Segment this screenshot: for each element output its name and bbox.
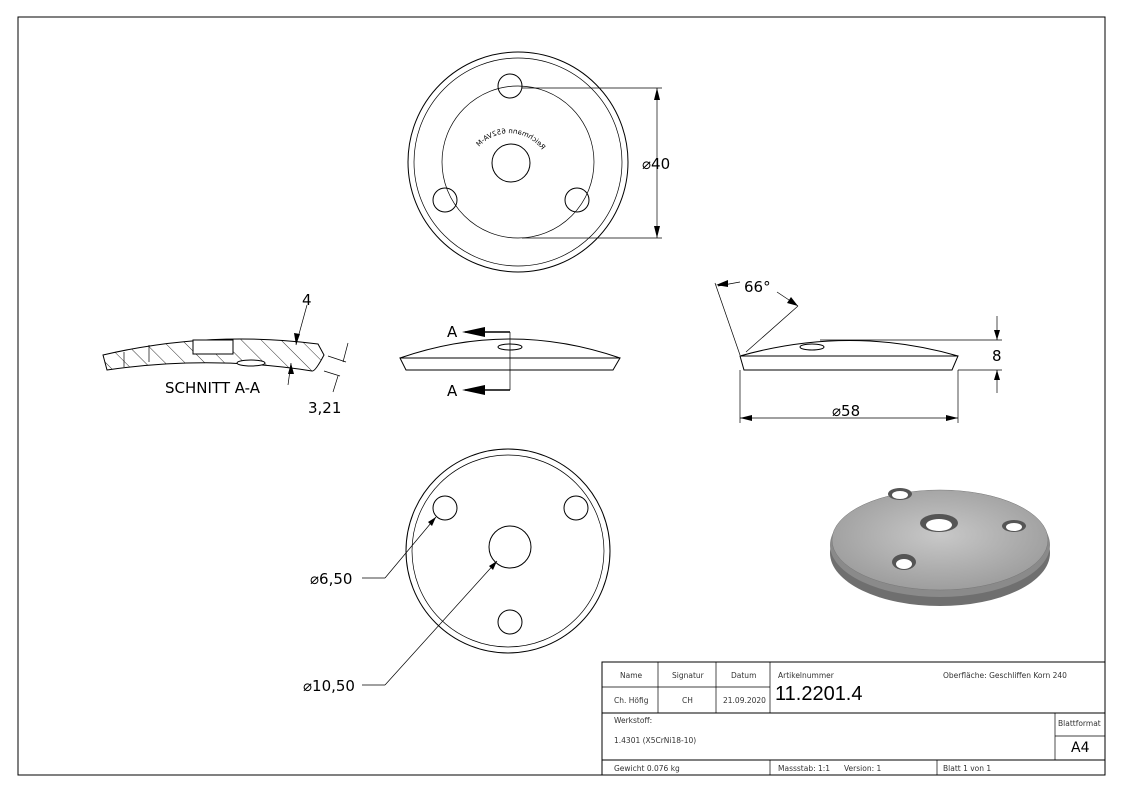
engraving-text: Reichmann 652VA-Ms [475, 0, 1022, 151]
section-label: SCHNITT A-A [165, 379, 261, 397]
side-view: 8 ⌀58 66° [714, 278, 1002, 423]
signatur-value: CH [682, 696, 693, 705]
werkstoff-value: 1.4301 (X5CrNi18-10) [614, 736, 696, 745]
mount-hole [432, 187, 458, 213]
dimension-center-hole: ⌀10,50 [303, 677, 355, 695]
blattformat-label: Blattformat [1058, 719, 1101, 728]
dimension-small-hole: ⌀6,50 [310, 570, 352, 588]
top-view: Reichmann 652VA-Ms ⌀40 [407, 0, 1022, 273]
signatur-header: Signatur [672, 671, 705, 680]
name-header: Name [620, 671, 643, 680]
section-view: 4 SCHNITT A-A 3,21 [102, 291, 349, 417]
artikelnummer-label: Artikelnummer [778, 671, 835, 680]
datum-header: Datum [731, 671, 756, 680]
name-value: Ch. Höfig [614, 696, 649, 705]
massstab: Massstab: 1:1 [778, 764, 830, 773]
sheet-border [17, 16, 1106, 776]
dimension-diameter-58: ⌀58 [832, 402, 860, 420]
isometric-render [830, 488, 1050, 606]
dimension-height: 8 [992, 347, 1002, 365]
mount-hole [564, 187, 590, 213]
blattformat-value: A4 [1071, 740, 1090, 756]
center-hole [491, 143, 531, 183]
artikelnummer-value: 11.2201.4 [775, 683, 863, 705]
oberflaeche: Oberfläche: Geschliffen Korn 240 [943, 671, 1067, 680]
front-view: A A [399, 323, 621, 400]
dimension-thickness: 4 [302, 291, 312, 309]
werkstoff-label: Werkstoff: [614, 716, 652, 725]
datum-value: 21.09.2020 [723, 696, 766, 705]
section-marker-a-top: A [447, 323, 458, 341]
dimension-angle: 66° [744, 278, 771, 296]
bottom-view: ⌀6,50 ⌀10,50 [303, 448, 611, 695]
dimension-wall: 3,21 [308, 399, 341, 417]
dimension-diameter-40: ⌀40 [642, 155, 670, 173]
title-block: Name Signatur Datum Ch. Höfig CH 21.09.2… [601, 661, 1106, 776]
mount-hole [497, 73, 523, 99]
version: Version: 1 [844, 764, 881, 773]
blatt: Blatt 1 von 1 [943, 764, 991, 773]
gewicht: Gewicht 0.076 kg [614, 764, 680, 773]
section-marker-a-bottom: A [447, 382, 458, 400]
